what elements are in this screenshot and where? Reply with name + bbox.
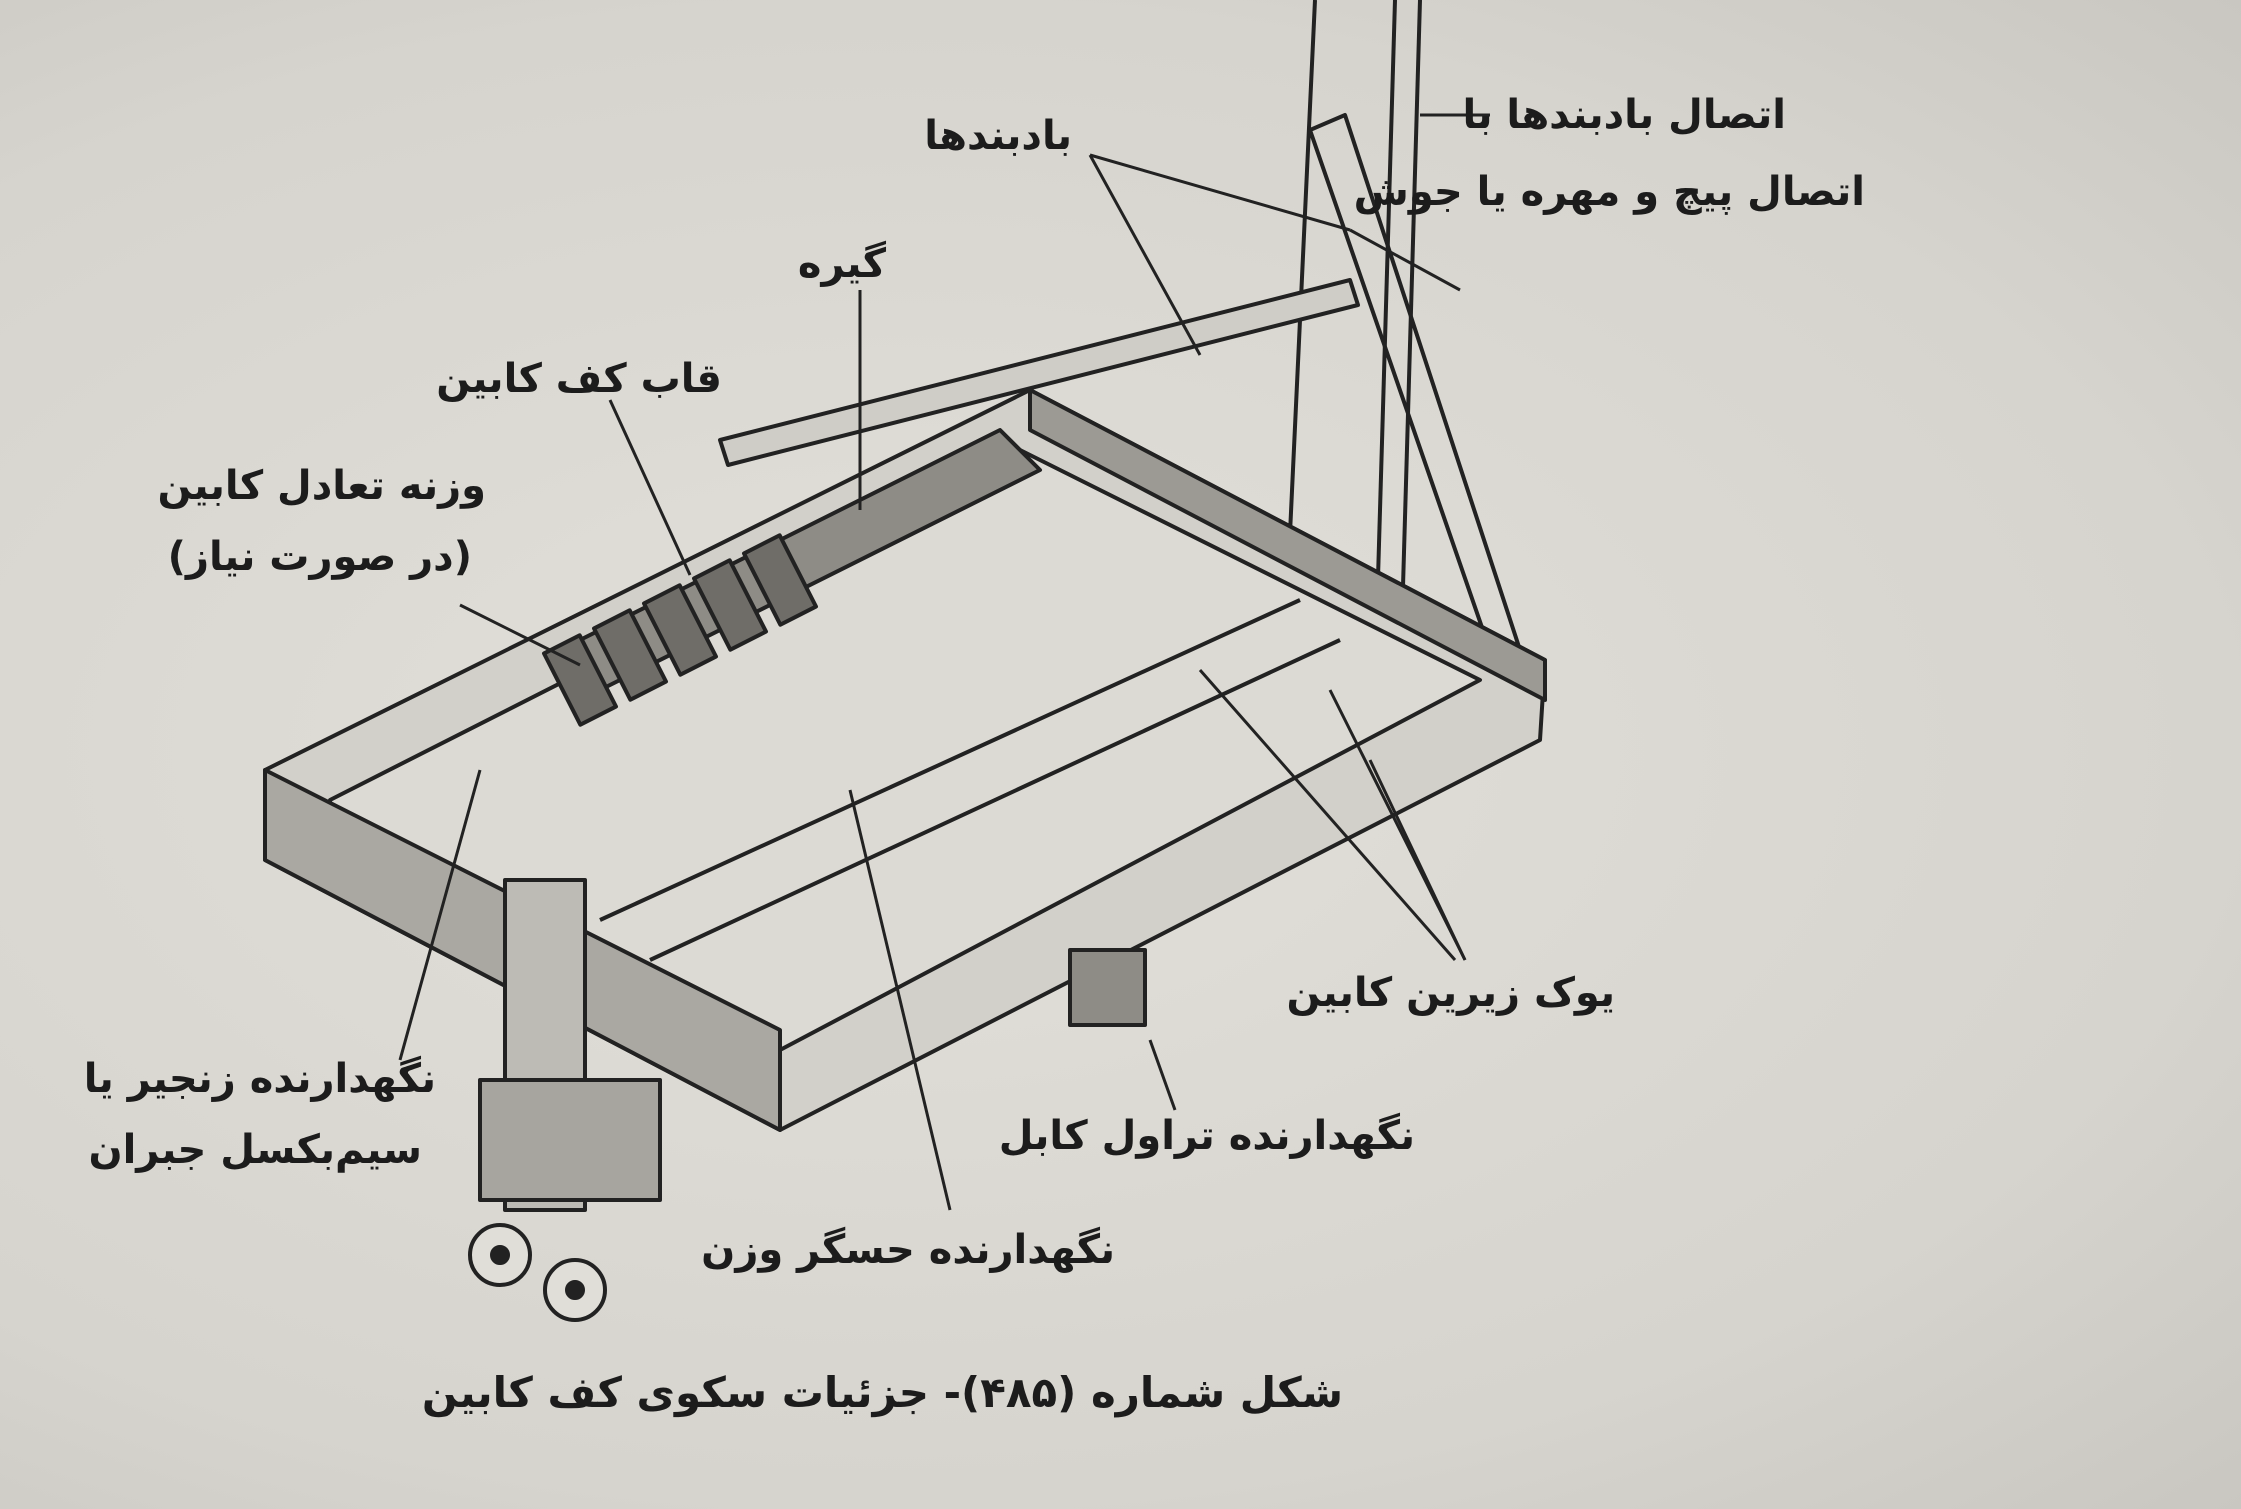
label-counterweight-line2: (در صورت نیاز) bbox=[167, 534, 472, 580]
travel-cable-holder bbox=[1068, 948, 1147, 1027]
label-clamp: گیره bbox=[797, 241, 886, 287]
label-chain-holder-line1: نگهدارنده زنجیر یا bbox=[83, 1056, 436, 1102]
label-travel-cable-holder: نگهدارنده تراول کابل bbox=[998, 1113, 1415, 1159]
label-bracing-connection-line1: اتصال بادبندها با bbox=[1462, 92, 1786, 138]
label-bracing-connection-line2: اتصال پیچ و مهره یا جوش bbox=[1353, 169, 1865, 215]
guide-shoe-assembly bbox=[468, 878, 662, 1322]
figure-caption: شکل شماره (۴۸۵)- جزئیات سکوی کف کابین bbox=[421, 1368, 1343, 1417]
leader-lines bbox=[398, 113, 1490, 1211]
label-cabin-floor-frame: قاب کف کابین bbox=[436, 356, 722, 402]
label-weight-sensor-holder: نگهدارنده حسگر وزن bbox=[701, 1227, 1115, 1273]
label-bracing: بادبندها bbox=[924, 113, 1072, 159]
label-counterweight-line1: وزنه تعادل کابین bbox=[157, 463, 487, 509]
label-lower-yoke: یوک زیرین کابین bbox=[1286, 970, 1615, 1016]
label-chain-holder-line2: سیم‌بکسل جبران bbox=[88, 1127, 422, 1173]
